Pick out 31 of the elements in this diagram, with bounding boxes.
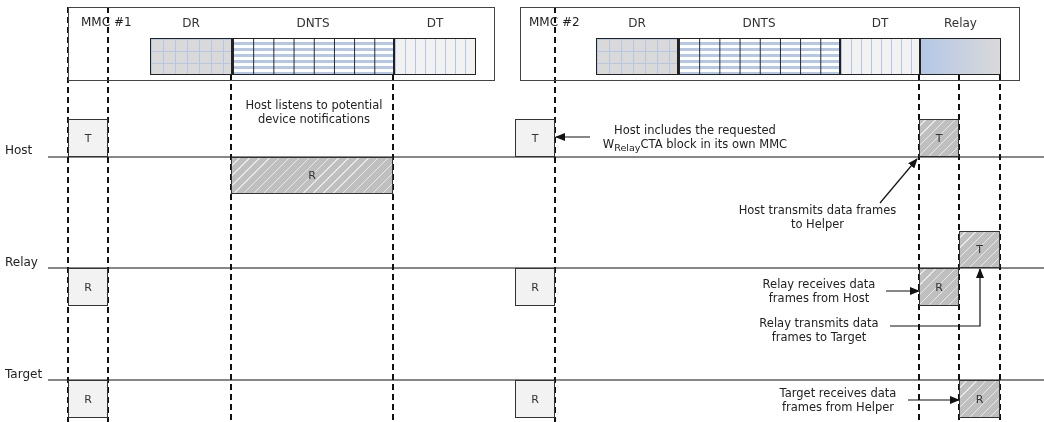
leader-arrow [889, 268, 984, 327]
superframe-box [520, 7, 1020, 81]
note-text: Host listens to potential device notifications [244, 98, 384, 126]
period-label: Relay [943, 16, 978, 30]
slot-box: T [919, 119, 959, 157]
slot-box: T [959, 231, 1000, 268]
row-label: Host [5, 143, 33, 157]
leader-arrow [907, 396, 960, 404]
period-label: DR [627, 16, 647, 30]
row-label: Relay [5, 255, 38, 269]
period-label: DT [870, 16, 890, 30]
superframe-box [68, 7, 495, 81]
period-label: DT [425, 16, 445, 30]
slot-box: R [515, 380, 555, 418]
slot-box: R [919, 268, 959, 306]
slot-box: R [68, 268, 108, 306]
slot-box: R [515, 268, 555, 306]
slot-box: T [68, 119, 108, 157]
period-label: DNTS [295, 16, 331, 30]
slot-box: R [68, 380, 108, 418]
leader-arrow [879, 158, 918, 204]
period-label: DR [181, 16, 201, 30]
leader-arrow [885, 287, 920, 295]
frame-label: MMC #2 [529, 15, 580, 29]
leader-arrow [555, 133, 591, 141]
row-label: Target [5, 367, 43, 381]
slot-box: R [231, 157, 393, 194]
slot-box: R [959, 380, 1000, 418]
period-label: DNTS [741, 16, 777, 30]
frame-label: MMC #1 [81, 15, 132, 29]
slot-box: T [515, 119, 555, 157]
